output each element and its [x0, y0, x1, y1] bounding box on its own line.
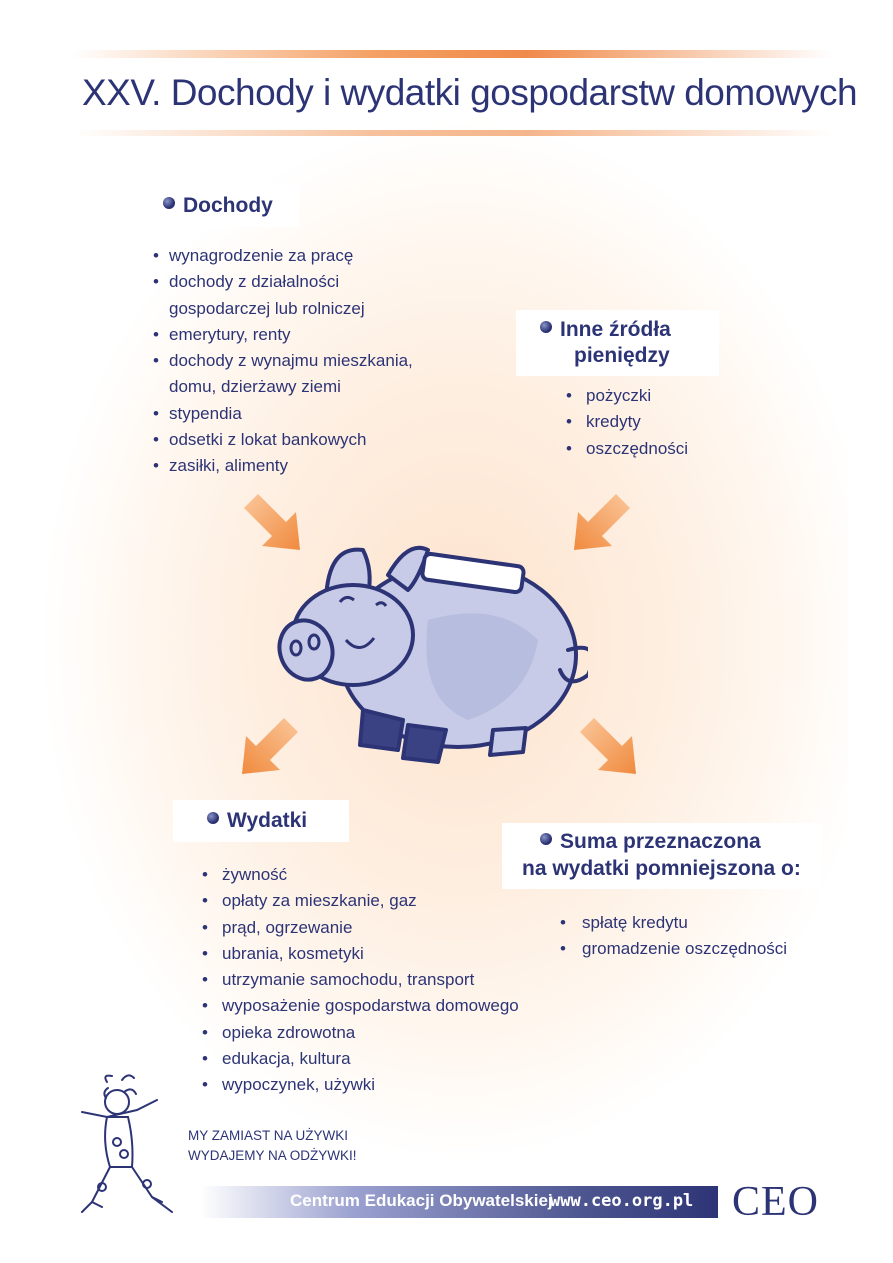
- page-title: XXV. Dochody i wydatki gospodarstw domow…: [82, 72, 858, 113]
- piggy-bank-icon: [277, 545, 588, 764]
- footer-organization-name: Centrum Edukacji Obywatelskiej: [290, 1191, 553, 1210]
- bullet-dot-icon: [540, 833, 552, 846]
- dancer-icon: [81, 1074, 173, 1213]
- arrow-icon: [244, 494, 300, 550]
- list-item: wyposażenie gospodarstwa domowego: [202, 993, 519, 1020]
- suma-heading-line2: na wydatki pomniejszona o:: [522, 857, 801, 880]
- list-item: wynagrodzenie za pracę: [153, 243, 413, 270]
- footer-bar: [200, 1186, 718, 1218]
- suma-heading-line1: Suma przeznaczona: [560, 830, 761, 853]
- list-item: kredyty: [566, 409, 688, 436]
- wydatki-list: żywność opłaty za mieszkanie, gaz prąd, …: [202, 862, 519, 1099]
- list-item: gromadzenie oszczędności: [560, 936, 787, 963]
- inne-list: pożyczki kredyty oszczędności: [566, 383, 688, 462]
- list-item: opieka zdrowotna: [202, 1020, 519, 1047]
- footer-url-link[interactable]: www.ceo.org.pl: [550, 1191, 694, 1211]
- list-item: odsetki z lokat bankowych: [153, 427, 413, 454]
- dochody-heading: Dochody: [183, 194, 273, 217]
- suma-heading-box: Suma przeznaczona na wydatki pomniejszon…: [502, 823, 822, 889]
- bullet-dot-icon: [163, 197, 175, 210]
- arrow-icon: [574, 494, 630, 550]
- slogan: MY ZAMIAST NA UŻYWKI WYDAJEMY NA ODŻYWKI…: [188, 1126, 357, 1166]
- list-item: pożyczki: [566, 383, 688, 410]
- list-item: ubrania, kosmetyki: [202, 941, 519, 968]
- arrow-icon: [580, 718, 636, 774]
- list-item: wypoczynek, używki: [202, 1072, 519, 1099]
- title-top-rule: [72, 50, 832, 58]
- list-item: gospodarczej lub rolniczej: [169, 298, 365, 318]
- slogan-line1: MY ZAMIAST NA UŻYWKI: [188, 1128, 349, 1143]
- list-item: prąd, ogrzewanie: [202, 915, 519, 942]
- list-item: spłatę kredytu: [560, 910, 787, 937]
- list-item: utrzymanie samochodu, transport: [202, 967, 519, 994]
- bullet-dot-icon: [540, 321, 552, 334]
- list-item: domu, dzierżawy ziemi: [169, 377, 341, 397]
- list-item: oszczędności: [566, 436, 688, 463]
- arrow-icon: [242, 718, 298, 774]
- dochody-heading-box: Dochody: [137, 185, 299, 227]
- list-item: dochody z działalności: [153, 269, 413, 296]
- list-item: żywność: [202, 862, 519, 889]
- wydatki-heading-box: Wydatki: [173, 800, 349, 842]
- dochody-list: wynagrodzenie za pracę dochody z działal…: [153, 243, 413, 480]
- wydatki-heading: Wydatki: [227, 809, 308, 832]
- list-item: emerytury, renty: [153, 322, 413, 349]
- list-item: zasiłki, alimenty: [153, 453, 413, 480]
- ceo-logo: CEO: [732, 1179, 819, 1225]
- list-item: opłaty za mieszkanie, gaz: [202, 888, 519, 915]
- list-item: dochody z wynajmu mieszkania,: [153, 348, 413, 375]
- slogan-line2: WYDAJEMY NA ODŻYWKI!: [188, 1148, 357, 1163]
- title-bottom-rule: [72, 130, 832, 136]
- bullet-dot-icon: [207, 812, 219, 825]
- inne-heading-line2: pieniędzy: [574, 344, 670, 367]
- inne-heading-line1: Inne źródła: [560, 318, 671, 341]
- list-item: edukacja, kultura: [202, 1046, 519, 1073]
- inne-heading-box: Inne źródła pieniędzy: [516, 310, 719, 376]
- suma-list: spłatę kredytu gromadzenie oszczędności: [560, 910, 787, 963]
- list-item: stypendia: [153, 401, 413, 428]
